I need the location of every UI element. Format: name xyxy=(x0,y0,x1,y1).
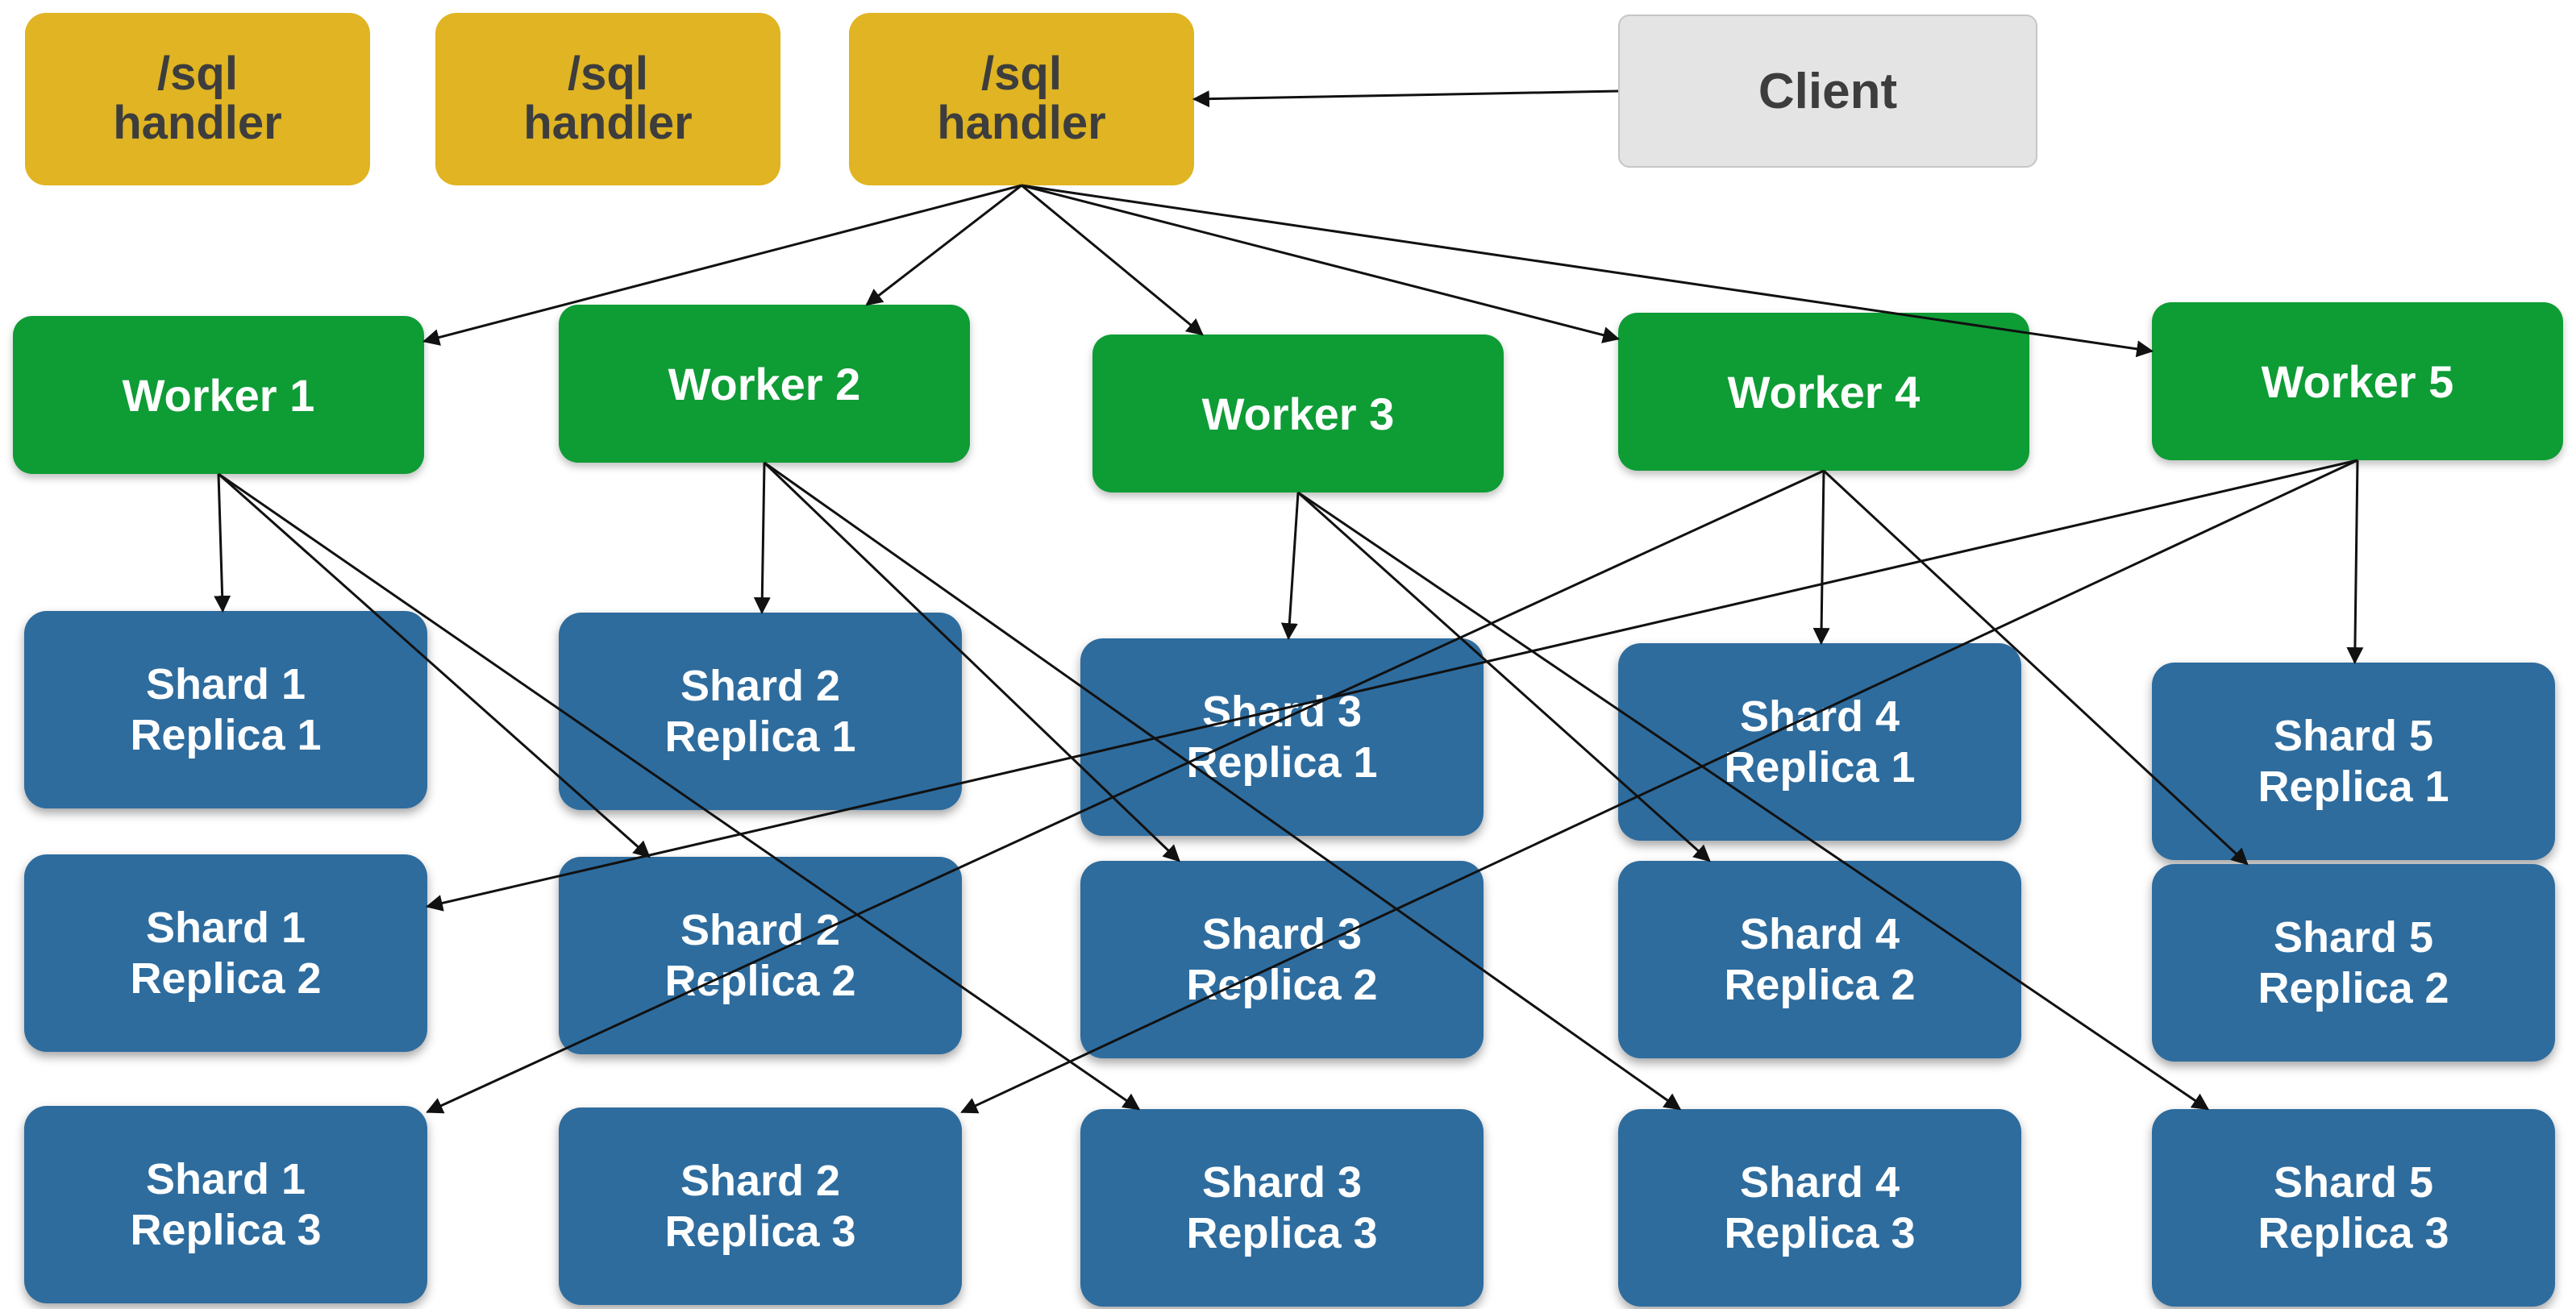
shard-label: Shard 3 Replica 1 xyxy=(1186,688,1378,787)
sql-handler-label: /sql handler xyxy=(523,48,693,149)
shard-label: Shard 1 Replica 1 xyxy=(130,660,322,759)
worker-label: Worker 2 xyxy=(668,358,861,409)
worker-node-3: Worker 3 xyxy=(1092,335,1504,492)
worker-node-2: Worker 2 xyxy=(559,305,970,463)
sql-handler-node-3: /sql handler xyxy=(849,13,1194,185)
shard-1-replica-3-node: Shard 1 Replica 3 xyxy=(24,1106,427,1303)
shard-label: Shard 2 Replica 3 xyxy=(664,1157,856,1256)
shard-1-replica-2-node: Shard 1 Replica 2 xyxy=(24,854,427,1052)
worker-node-4: Worker 4 xyxy=(1618,313,2029,471)
shard-label: Shard 1 Replica 3 xyxy=(130,1155,322,1254)
sql-handler-label: /sql handler xyxy=(113,48,282,149)
shard-label: Shard 3 Replica 2 xyxy=(1186,910,1378,1009)
shard-label: Shard 4 Replica 2 xyxy=(1724,910,1916,1009)
shard-4-replica-1-node: Shard 4 Replica 1 xyxy=(1618,643,2021,841)
shard-5-replica-1-node: Shard 5 Replica 1 xyxy=(2152,663,2555,860)
shard-5-replica-3-node: Shard 5 Replica 3 xyxy=(2152,1109,2555,1307)
shard-label: Shard 5 Replica 3 xyxy=(2258,1158,2449,1257)
shard-label: Shard 3 Replica 3 xyxy=(1186,1158,1378,1257)
shard-label: Shard 1 Replica 2 xyxy=(130,904,322,1003)
sql-handler-node-2: /sql handler xyxy=(435,13,780,185)
shard-3-replica-2-node: Shard 3 Replica 2 xyxy=(1080,861,1484,1058)
worker-label: Worker 3 xyxy=(1201,388,1395,439)
shard-label: Shard 2 Replica 2 xyxy=(664,906,856,1005)
shard-3-replica-1-node: Shard 3 Replica 1 xyxy=(1080,638,1484,836)
shard-label: Shard 5 Replica 1 xyxy=(2258,712,2449,811)
shard-label: Shard 5 Replica 2 xyxy=(2258,913,2449,1012)
shard-2-replica-2-node: Shard 2 Replica 2 xyxy=(559,857,962,1054)
shard-label: Shard 4 Replica 1 xyxy=(1724,692,1916,792)
shard-4-replica-3-node: Shard 4 Replica 3 xyxy=(1618,1109,2021,1307)
client-label: Client xyxy=(1758,63,1898,119)
shard-4-replica-2-node: Shard 4 Replica 2 xyxy=(1618,861,2021,1058)
shard-2-replica-3-node: Shard 2 Replica 3 xyxy=(559,1107,962,1305)
worker-node-5: Worker 5 xyxy=(2152,302,2563,460)
worker-label: Worker 5 xyxy=(2261,355,2454,407)
client-node: Client xyxy=(1618,15,2037,168)
shard-5-replica-2-node: Shard 5 Replica 2 xyxy=(2152,864,2555,1062)
worker-label: Worker 1 xyxy=(122,369,315,421)
shard-1-replica-1-node: Shard 1 Replica 1 xyxy=(24,611,427,808)
shard-label: Shard 4 Replica 3 xyxy=(1724,1158,1916,1257)
shard-2-replica-1-node: Shard 2 Replica 1 xyxy=(559,613,962,810)
worker-node-1: Worker 1 xyxy=(13,316,424,474)
shard-3-replica-3-node: Shard 3 Replica 3 xyxy=(1080,1109,1484,1307)
shard-label: Shard 2 Replica 1 xyxy=(664,662,856,761)
worker-label: Worker 4 xyxy=(1727,366,1921,418)
sql-handler-label: /sql handler xyxy=(937,48,1106,149)
sql-handler-node-1: /sql handler xyxy=(25,13,370,185)
